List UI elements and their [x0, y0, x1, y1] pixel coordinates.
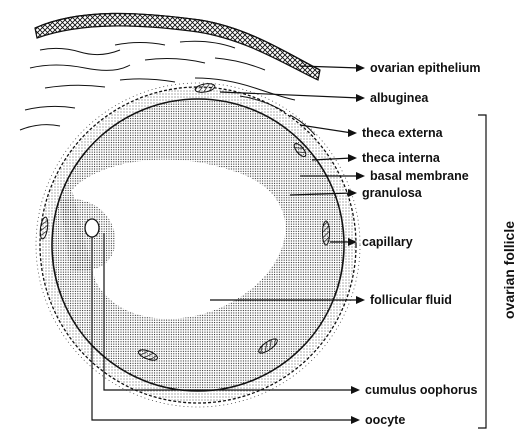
label-cumulus-oophorus: cumulus oophorus: [365, 383, 478, 397]
label-basal-membrane: basal membrane: [370, 169, 469, 183]
label-oocyte: oocyte: [365, 413, 405, 427]
label-albuginea: albuginea: [370, 91, 429, 105]
ovarian-follicle-bracket: [478, 114, 487, 429]
capillaries: [39, 83, 330, 361]
oocyte-cell: [84, 218, 100, 238]
label-granulosa: granulosa: [362, 186, 423, 200]
label-ovarian-epithelium: ovarian epithelium: [370, 61, 480, 75]
label-capillary: capillary: [362, 235, 413, 249]
label-theca-externa: theca externa: [362, 126, 444, 140]
leader-lines: [91, 64, 365, 424]
label-theca-interna: theca interna: [362, 151, 441, 165]
label-ovarian-follicle: ovarian follicle: [501, 221, 517, 319]
label-follicular-fluid: follicular fluid: [370, 293, 452, 307]
